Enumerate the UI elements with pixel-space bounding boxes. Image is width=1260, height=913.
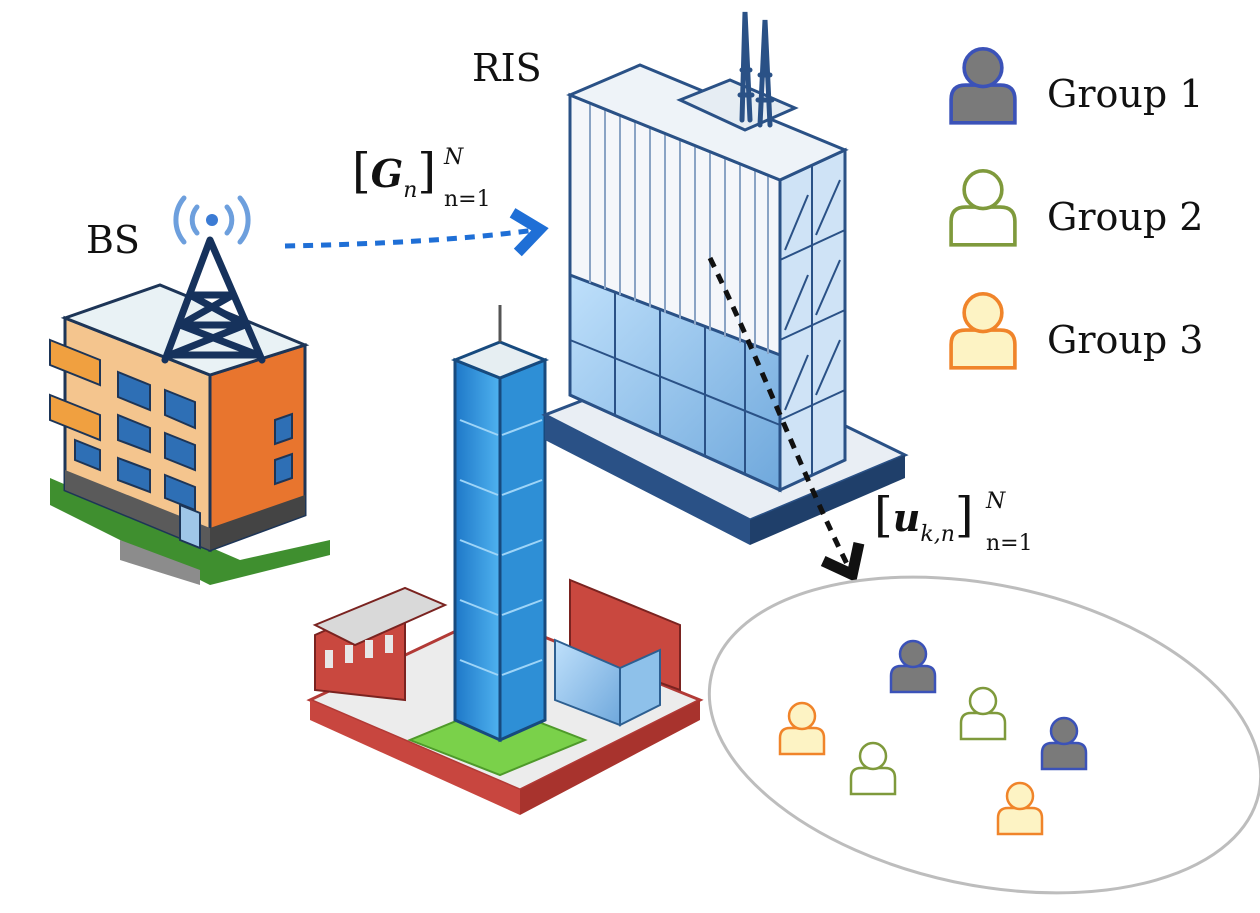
ris-building-icon — [541, 11, 909, 545]
channel-ris-users-label: [uk,n] N n=1 — [874, 487, 1033, 556]
legend-icons — [949, 47, 1017, 370]
channel-bs-ris-label: [Gn] N n=1 — [352, 143, 491, 212]
legend-label-group-3: Group 3 — [1047, 318, 1204, 362]
user-group-icons — [778, 639, 1088, 836]
ris-to-users-arrow — [707, 256, 865, 583]
user-icon — [949, 47, 1017, 125]
legend-label-group-1: Group 1 — [1047, 72, 1204, 116]
user-icon — [889, 639, 937, 694]
user-icon — [949, 292, 1017, 370]
user-cluster — [707, 575, 1260, 895]
ris-label: RIS — [472, 46, 542, 90]
bs-building-icon — [49, 283, 330, 585]
user-icon — [849, 741, 897, 796]
bs-to-ris-arrow — [284, 208, 549, 257]
user-icon — [1040, 716, 1088, 771]
user-icon — [959, 686, 1007, 741]
user-icon — [949, 169, 1017, 247]
cell-tower-icon — [161, 195, 266, 364]
legend-label-group-2: Group 2 — [1047, 195, 1204, 239]
skyscraper-icon — [306, 305, 704, 815]
bs-label: BS — [86, 218, 140, 262]
user-icon — [778, 701, 826, 756]
user-icon — [996, 781, 1044, 836]
